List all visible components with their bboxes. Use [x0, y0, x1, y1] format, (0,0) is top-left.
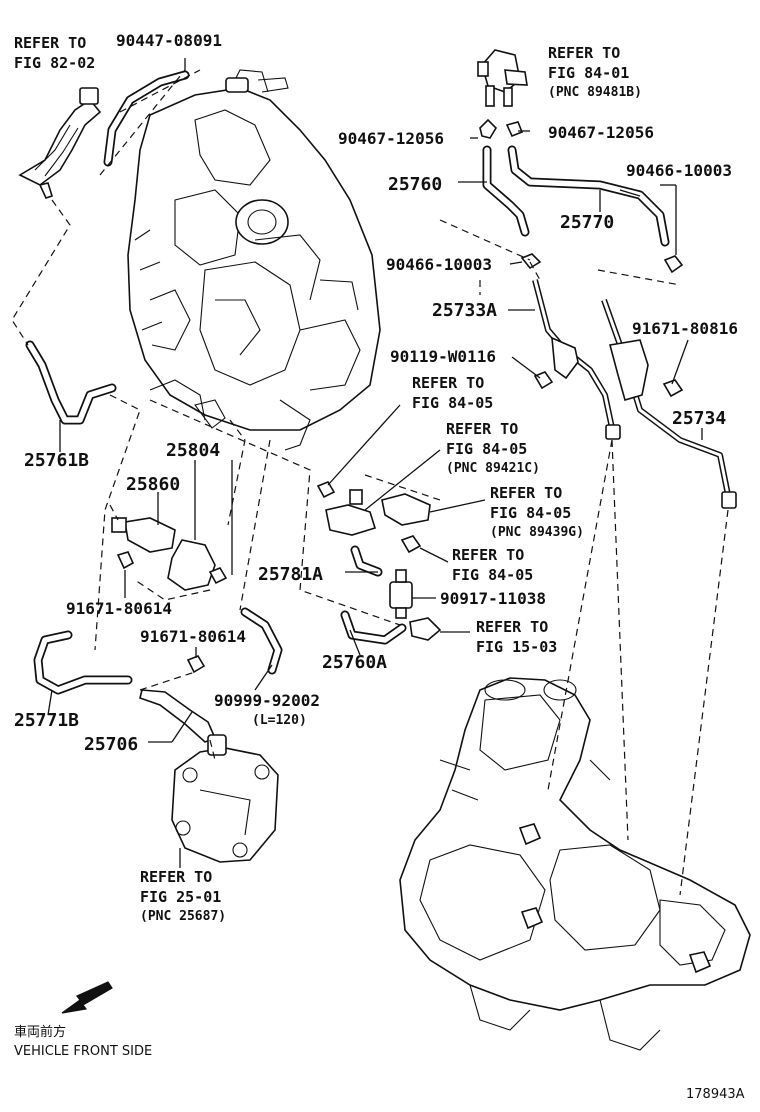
label-ref-84-05-3-pnc: (PNC 89439G) — [490, 525, 584, 540]
label-ref-82-02-line1: REFER TO — [14, 34, 86, 52]
label-ref-84-05-2-line1: REFER TO — [446, 420, 518, 438]
bolt-91671-80614-lower-drawing — [186, 655, 206, 674]
label-ref-84-05-1-line2: FIG 84-05 — [412, 394, 493, 412]
label-90467-12056-left: 90467-12056 — [338, 129, 444, 148]
filter-90917-11038-drawing — [389, 569, 413, 619]
intake-manifold-drawing — [127, 69, 381, 451]
label-25781A: 25781A — [258, 564, 323, 585]
label-90119-W0116: 90119-W0116 — [390, 347, 496, 366]
label-ref-15-03-line1: REFER TO — [476, 618, 548, 636]
label-90917-11038: 90917-11038 — [440, 589, 546, 608]
hose-25760A-drawing — [340, 610, 442, 645]
pipe-25734-drawing — [601, 298, 737, 509]
clamp-90466-mid-drawing — [520, 253, 684, 274]
hose-25781A-drawing — [350, 545, 383, 577]
vsv-center-drawing — [316, 481, 431, 554]
label-91671-80614-a: 91671-80614 — [66, 599, 172, 618]
label-90466-10003-top: 90466-10003 — [626, 161, 732, 180]
label-90999-length: (L=120) — [252, 713, 307, 728]
hose-25770-drawing — [507, 145, 670, 247]
hose-25761B-drawing — [25, 340, 117, 425]
label-ref-84-05-4-line1: REFER TO — [452, 546, 524, 564]
label-ref-84-05-2-pnc: (PNC 89421C) — [446, 461, 540, 476]
label-ref-84-05-2-line2: FIG 84-05 — [446, 440, 527, 458]
label-ref-25-01-line1: REFER TO — [140, 868, 212, 886]
label-25760A: 25760A — [322, 652, 387, 673]
label-ref-84-05-4-line2: FIG 84-05 — [452, 566, 533, 584]
figure-id: 178943A — [686, 1087, 745, 1102]
vsv-25860-drawing — [111, 517, 228, 591]
pressure-sensor-drawing — [477, 49, 528, 139]
label-25804: 25804 — [166, 440, 220, 461]
hose-25771B-drawing — [33, 630, 133, 695]
hose-90447-08091-drawing — [103, 70, 190, 167]
label-25734: 25734 — [672, 408, 726, 429]
label-25771B: 25771B — [14, 710, 79, 731]
mount-bracket-drawing — [171, 734, 279, 863]
bolt-91671-80816-drawing — [662, 379, 684, 398]
label-ref-84-01-line2: FIG 84-01 — [548, 64, 629, 82]
label-ref-25-01-line2: FIG 25-01 — [140, 888, 221, 906]
label-25761B: 25761B — [24, 450, 89, 471]
label-ref-84-01-line1: REFER TO — [548, 44, 620, 62]
label-91671-80816: 91671-80816 — [632, 319, 738, 338]
turbo-assembly-drawing — [399, 677, 751, 1051]
tube-90999-92002-drawing — [240, 607, 283, 675]
label-91671-80614-b: 91671-80614 — [140, 627, 246, 646]
label-front-japanese: 車両前方 — [14, 1024, 66, 1040]
pipe-25733A-drawing — [532, 279, 621, 440]
label-ref-84-05-3-line1: REFER TO — [490, 484, 562, 502]
label-ref-15-03-line2: FIG 15-03 — [476, 638, 557, 656]
label-ref-84-01-pnc: (PNC 89481B) — [548, 85, 642, 100]
label-25760: 25760 — [388, 174, 442, 195]
label-90447-08091: 90447-08091 — [116, 31, 222, 50]
label-ref-84-05-3-line2: FIG 84-05 — [490, 504, 571, 522]
bolt-90119-drawing — [533, 371, 554, 390]
vehicle-front-arrow-icon — [61, 981, 113, 1014]
label-90466-10003-mid: 90466-10003 — [386, 255, 492, 274]
label-front-english: VEHICLE FRONT SIDE — [14, 1044, 152, 1059]
label-25860: 25860 — [126, 474, 180, 495]
leader-lines — [47, 58, 703, 868]
label-25733A: 25733A — [432, 300, 497, 321]
label-90467-12056-right: 90467-12056 — [548, 123, 654, 142]
label-25706: 25706 — [84, 734, 138, 755]
label-ref-82-02-line2: FIG 82-02 — [14, 54, 95, 72]
labels: REFER TO FIG 82-02 90447-08091 REFER TO … — [14, 31, 745, 1102]
bracket-top-left-drawing — [18, 87, 102, 199]
hose-25760-drawing — [482, 145, 530, 237]
label-ref-25-01-pnc: (PNC 25687) — [140, 909, 226, 924]
label-90999-92002: 90999-92002 — [214, 691, 320, 710]
label-25770: 25770 — [560, 212, 614, 233]
label-ref-84-05-1-line1: REFER TO — [412, 374, 484, 392]
guide-lines — [11, 69, 729, 896]
